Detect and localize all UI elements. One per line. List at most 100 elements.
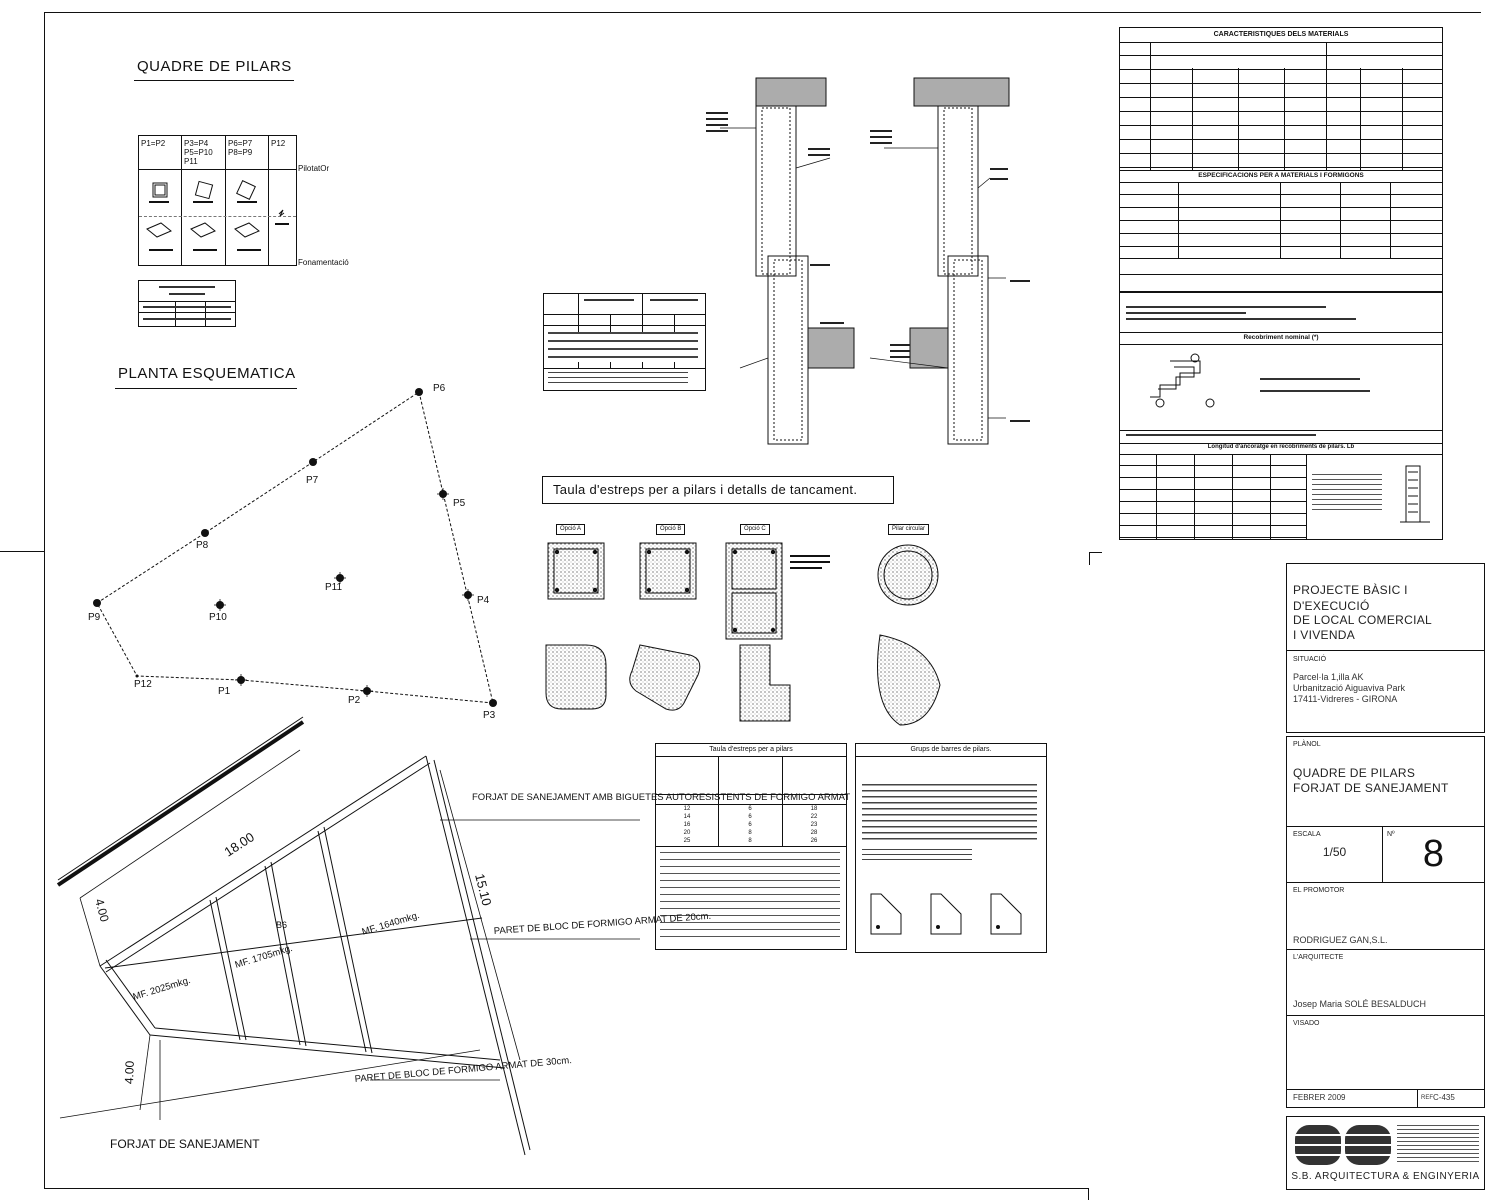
fold-mark-left [0,551,44,552]
title-block-main: PLÀNOL QUADRE DE PILARS FORJAT DE SANEJA… [1286,736,1485,1108]
stirrups-table: Taula d'estreps per a pilars 12 6 18 14 6 22 1… [655,743,847,950]
pillar-label-P4: P4 [477,595,490,606]
pillars-title: QUADRE DE PILARS [137,58,292,75]
plan-title: PLANTA ESQUEMATICA [118,365,296,382]
firm-block: S.B. ARQUITECTURA & ENGINYERIA [1286,1116,1485,1190]
pillar-group-4: P12 [271,139,286,148]
stirrup-cell: 23 [810,822,818,828]
anchorage-table [543,293,706,391]
promotor-label: EL PROMOTOR [1293,887,1345,894]
moment-1: MF. 2025mkg. [132,975,192,1003]
slab-note-2: PARET DE BLOC DE FORMIGO ARMAT DE 20cm. [493,911,711,937]
pillar-group-2: P3=P4 P5=P10 P11 [184,139,213,166]
slab-note-3: PARET DE BLOC DE FORMIGO ARMAT DE 30cm. [354,1055,572,1085]
stirrup-cell: 26 [810,838,818,844]
sheet-frame [44,12,1481,1189]
ref-label: REF [1421,1095,1433,1101]
bars-table: Grups de barres de pilars. [855,743,1047,953]
firm-name: S.B. ARQUITECTURA & ENGINYERIA [1291,1171,1480,1182]
stirrup-cell: 16 [683,822,691,828]
pillar-label-P12: P12 [134,679,152,690]
row-label-pillar: PilotatOr [298,164,330,173]
pillar-group-3: P6=P7 P8=P9 [228,139,253,157]
ref-value: C-435 [1433,1093,1455,1102]
moment-3: MF. 1640mkg. [361,910,421,938]
row-label-foundation: Fonamentació [298,258,349,267]
slab-title: FORJAT DE SANEJAMENT [110,1137,260,1151]
materials-panel: CARACTERISTIQUES DELS MATERIALS ESPECIFI… [1119,27,1443,540]
stirrup-cell: 25 [683,838,691,844]
project-line-1: PROJECTE BÀSIC I [1293,583,1408,597]
arquitecte-label: L'ARQUITECTE [1293,954,1344,961]
sheet-number: 8 [1422,833,1445,875]
stirrup-cell: 8 [748,830,752,836]
stirrup-cell: 12 [683,806,691,812]
project-line-3: DE LOCAL COMERCIAL [1293,613,1432,627]
pillar-label-P10: P10 [209,612,227,623]
dim-bottom: 4.00 [122,1060,137,1084]
stirrup-cell: 20 [683,830,691,836]
visado-label: VISADO [1293,1020,1320,1027]
wall-junction-details [706,77,1030,445]
steel-profile-table [138,280,236,327]
stirrup-cell: 18 [810,806,818,812]
plano-line-2: FORJAT DE SANEJAMENT [1293,781,1449,795]
situacio-line-3: 17411-Vidreres - GIRONA [1293,694,1398,704]
bars-table-title: Grups de barres de pilars. [910,746,992,753]
escala-value: 1/50 [1322,845,1347,859]
pillar-label-P8: P8 [196,540,209,551]
plano-line-1: QUADRE DE PILARS [1293,766,1416,780]
stirrups-title-box: Taula d'estreps per a pilars i detalls d… [542,476,894,504]
materials-title: CARACTERISTIQUES DELS MATERIALS [1213,31,1349,38]
pillar-schedule-table: P1=P2 P3=P4 P5=P10 P11 P6=P7 P8=P9 P12 [138,135,297,266]
situacio-line-2: Urbanització Aiguaviva Park [1293,683,1406,693]
stirrup-cell: 28 [810,830,818,836]
sheet-bottom-edge [44,1188,1089,1189]
corner-mark [1089,552,1102,565]
dim-left: 4.00 [92,897,112,923]
stirrups-title: Taula d'estreps per a pilars i detalls d… [553,482,858,497]
plan-title-underline [115,388,297,389]
pillar-label-P6: P6 [433,383,446,394]
pillars-title-underline [134,80,294,81]
stirrup-cell: 8 [748,838,752,844]
pillar-section-sketches [146,180,289,251]
pillar-label-P2: P2 [348,695,361,706]
specs-title: ESPECIFICACIONS PER A MATERIALS I FORMIG… [1198,172,1364,179]
stirrup-cell: 22 [810,814,818,820]
section-option-c: Opció C [740,524,770,535]
pillar-label-P11: P11 [325,582,342,593]
project-line-2: D'EXECUCIÓ [1293,599,1370,613]
section-circular: Pilar circular [888,524,930,535]
dim-right: 15.10 [472,872,494,907]
slab-note-1: FORJAT DE SANEJAMENT AMB BIGUETES AUTORE… [472,792,850,803]
pillar-label-P1: P1 [218,686,231,697]
title-block-project: PROJECTE BÀSIC I D'EXECUCIÓ DE LOCAL COM… [1286,563,1485,733]
stirrup-cell: 14 [683,814,691,820]
pillar-label-P3: P3 [483,710,496,721]
plano-label: PLÀNOL [1293,741,1321,748]
section-option-b: Opció B [656,524,686,535]
arquitecte-value: Josep Maria SOLÉ BESALDUCH [1293,999,1427,1009]
situacio-block: Parcel·la 1,illa AK Urbanització Aiguavi… [1293,672,1405,705]
fold-mark-bottom [1088,1188,1089,1200]
pillar-label-P9: P9 [88,612,101,623]
section-details [545,542,941,726]
situacio-label: SITUACIÓ [1293,656,1327,663]
pillar-group-1: P1=P2 [141,139,166,148]
firm-logo [1295,1125,1391,1165]
pillar-label-P5: P5 [453,498,466,509]
escala-label: ESCALA [1293,831,1321,838]
stirrup-cell: 6 [748,806,752,812]
slab-label-center: B6 [276,920,287,930]
promotor-value: RODRIGUEZ GAN,S.L. [1293,935,1388,945]
date-value: FEBRER 2009 [1293,1093,1346,1102]
stirrup-cell: 6 [748,822,752,828]
cover-title: Recobriment nominal (*) [1243,334,1319,341]
stirrups-table-title: Taula d'estreps per a pilars [709,746,793,753]
num-label: Nº [1387,831,1395,838]
stirrup-cell: 6 [748,814,752,820]
section-option-a: Opció A [556,524,586,535]
